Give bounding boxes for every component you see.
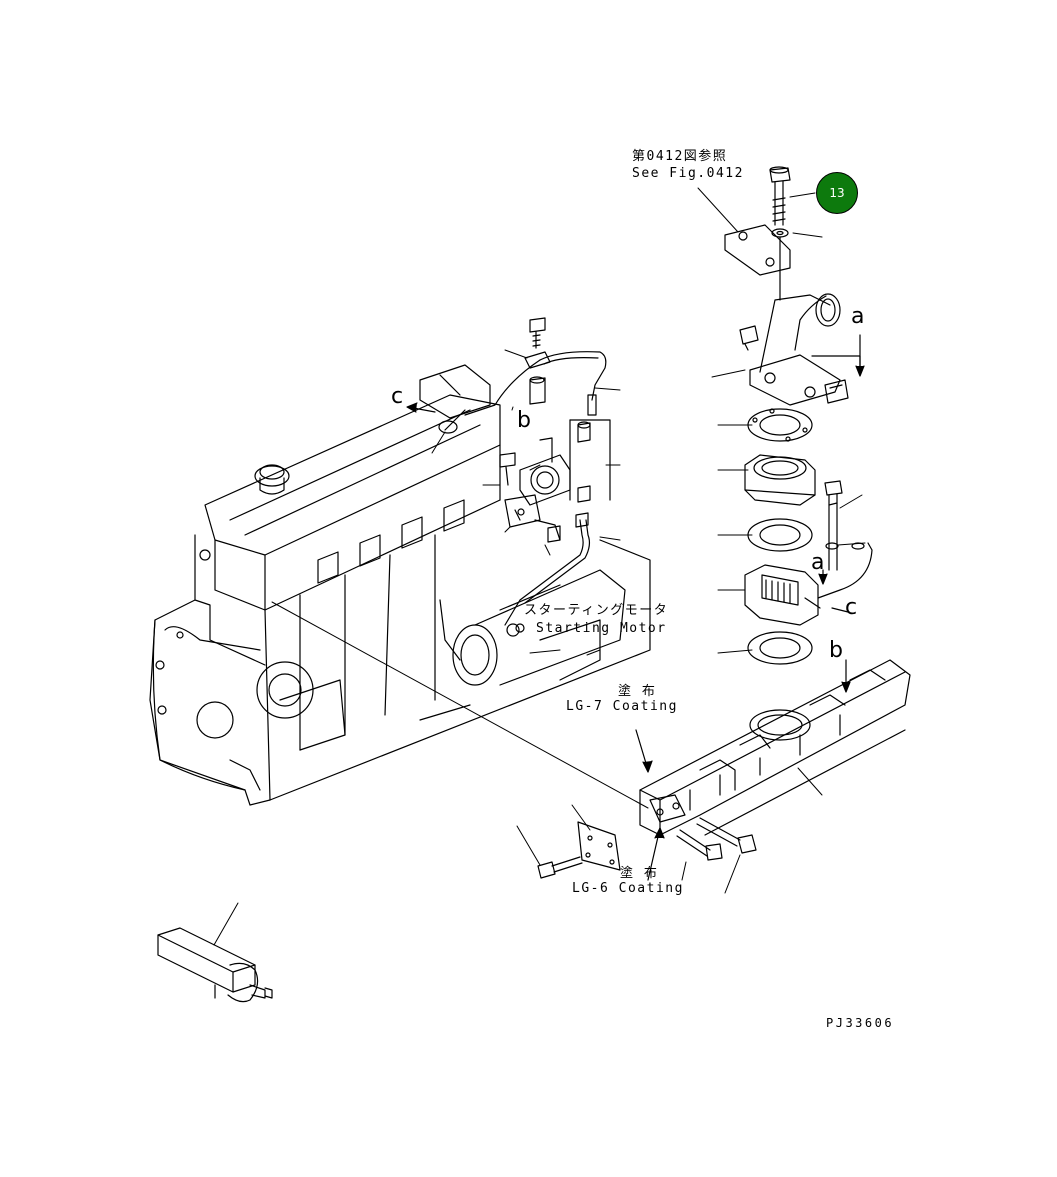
- lg7-coating-label-jp: 塗 布: [618, 684, 657, 699]
- see-fig-label-en: See Fig.0412: [632, 166, 744, 181]
- drawing-code: PJ33606: [826, 1016, 895, 1030]
- cover-plate: [537, 817, 757, 879]
- leader-lines: [213, 187, 866, 946]
- lg6-coating-label-en: LG-6 Coating: [572, 881, 684, 896]
- reference-letter-c-left: c: [391, 384, 404, 409]
- reference-letter-b-right: b: [829, 638, 843, 663]
- wiring-harness: [438, 317, 611, 626]
- intake-stack: [724, 166, 873, 665]
- intake-manifold: [639, 659, 911, 836]
- starting-motor-label-en: Starting Motor: [536, 621, 667, 636]
- arrows: [406, 334, 865, 881]
- tool: [157, 927, 273, 1003]
- starting-motor-label-jp: スターティングモータ: [524, 603, 669, 618]
- lg6-coating-label-jp: 塗 布: [620, 866, 659, 881]
- callout-badge[interactable]: 13: [816, 172, 858, 214]
- reference-letter-c-right: c: [845, 595, 858, 620]
- starting-motor: [439, 569, 626, 686]
- reference-letter-a-mid: a: [811, 550, 825, 575]
- engine-block: [149, 364, 651, 806]
- reference-letter-b-left: b: [517, 408, 531, 433]
- reference-letter-a-top: a: [851, 304, 865, 329]
- lg7-coating-label-en: LG-7 Coating: [566, 699, 678, 714]
- see-fig-label-jp: 第0412図参照: [632, 149, 728, 164]
